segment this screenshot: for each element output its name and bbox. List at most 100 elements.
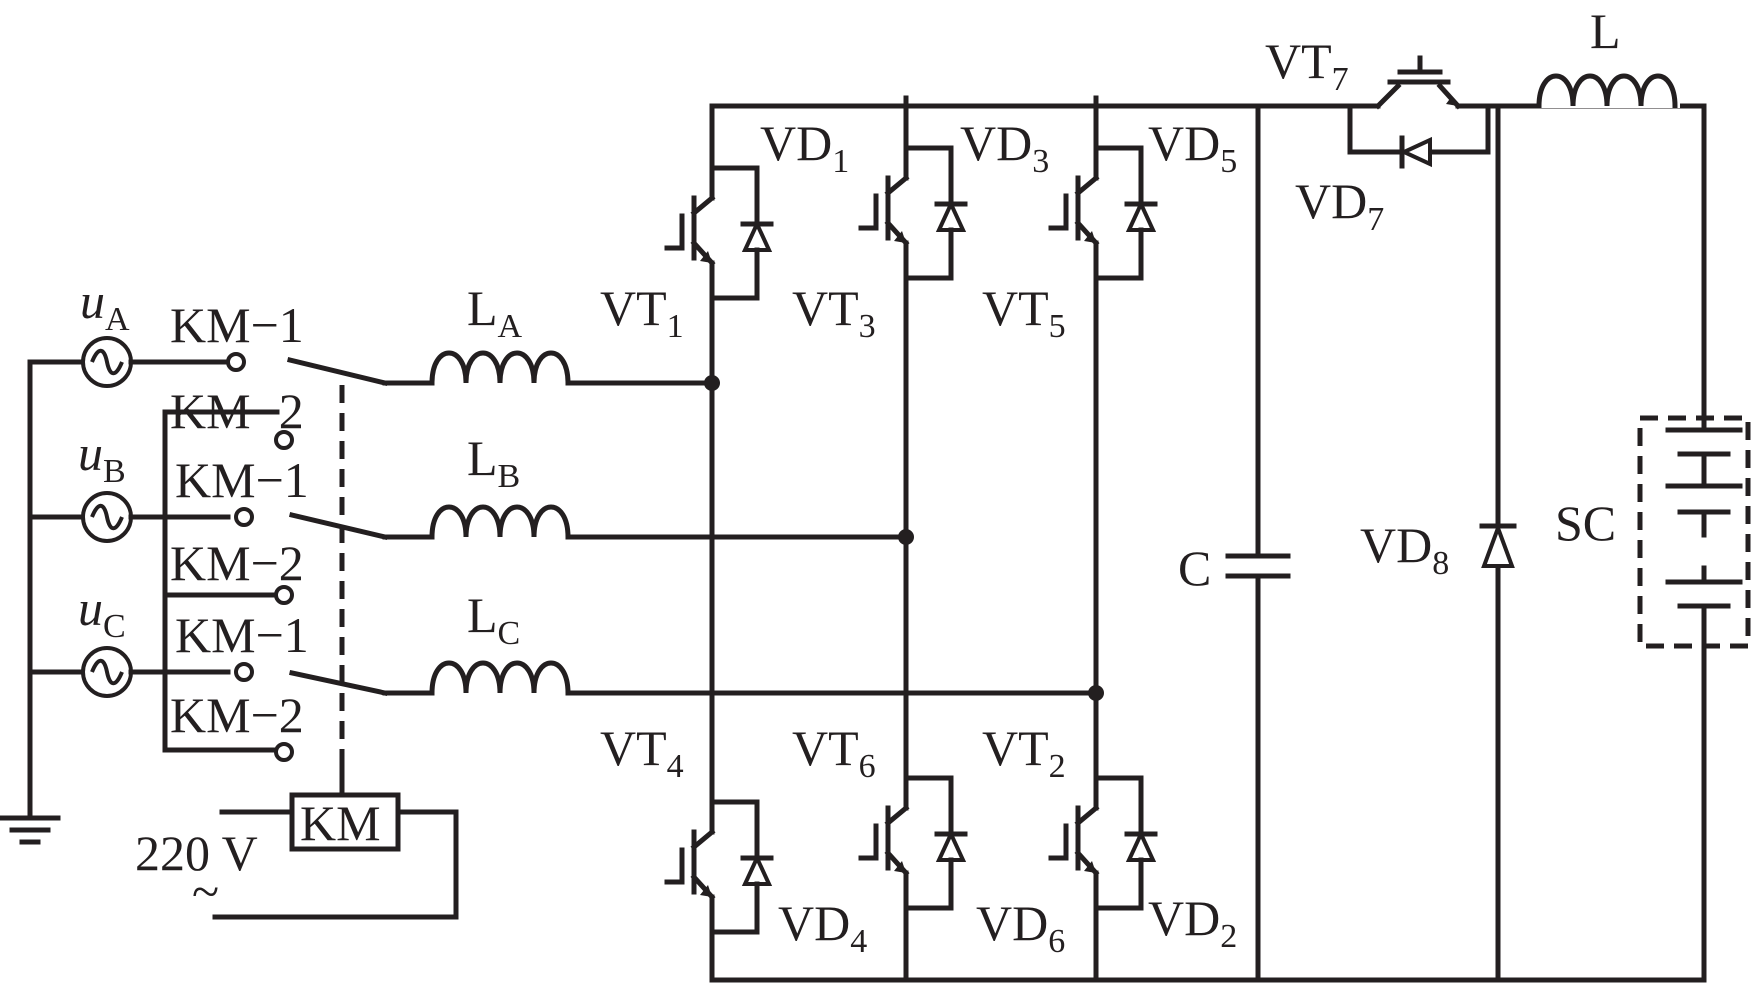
label-km2-a: KM−2 bbox=[170, 383, 304, 439]
source-b-var: u bbox=[78, 425, 103, 481]
vd2-main: VD bbox=[1148, 890, 1220, 946]
la-main: L bbox=[467, 280, 498, 336]
inductor-lb: LB bbox=[432, 430, 568, 537]
contact-labels: KM−1 KM−2 KM−1 KM−2 KM−1 KM−2 bbox=[170, 297, 309, 743]
km-coil: KM 220 V ~ bbox=[135, 792, 459, 920]
transistor-labels: VT1 VT3 VT5 VT4 VT6 VT2 VT7 bbox=[600, 33, 1349, 785]
lc-sub: C bbox=[498, 615, 521, 652]
ac-source-c: uC bbox=[78, 580, 133, 698]
vd4-main: VD bbox=[778, 895, 850, 951]
source-b-sub: B bbox=[103, 453, 126, 490]
vt2-sub: 2 bbox=[1049, 748, 1066, 785]
svg-text:VD3: VD3 bbox=[960, 115, 1049, 180]
supply-tilde: ~ bbox=[192, 863, 219, 919]
switch-blades bbox=[286, 356, 435, 696]
vt7-main: VT bbox=[1265, 33, 1332, 89]
vd5-sub: 5 bbox=[1220, 143, 1237, 180]
svg-text:LC: LC bbox=[467, 587, 520, 652]
svg-text:VD8: VD8 bbox=[1360, 517, 1449, 582]
vt4-main: VT bbox=[600, 720, 667, 776]
svg-text:VD1: VD1 bbox=[760, 115, 849, 180]
source-a-sub: A bbox=[105, 301, 130, 338]
label-km2-c: KM−2 bbox=[170, 687, 304, 743]
inductor-l: L bbox=[1539, 3, 1680, 108]
svg-text:LB: LB bbox=[467, 430, 520, 495]
svg-text:VD6: VD6 bbox=[976, 895, 1065, 960]
svg-text:VT7: VT7 bbox=[1265, 33, 1349, 98]
vt1-sub: 1 bbox=[667, 308, 684, 345]
svg-text:uB: uB bbox=[78, 425, 126, 490]
svg-text:uA: uA bbox=[80, 273, 130, 338]
svg-text:VD2: VD2 bbox=[1148, 890, 1237, 955]
supply-voltage-label: 220 V bbox=[135, 825, 258, 881]
igbt-vt5 bbox=[1051, 98, 1155, 278]
vd6-sub: 6 bbox=[1048, 923, 1065, 960]
svg-text:LA: LA bbox=[467, 280, 523, 345]
phase-wires bbox=[565, 380, 1099, 696]
ground-icon bbox=[0, 815, 61, 845]
ac-source-a: uA bbox=[80, 273, 133, 388]
vt1-main: VT bbox=[600, 280, 667, 336]
vd7-main: VD bbox=[1295, 173, 1367, 229]
vt2-main: VT bbox=[982, 720, 1049, 776]
igbt-vt1 bbox=[667, 118, 771, 298]
vt6-main: VT bbox=[792, 720, 859, 776]
svg-text:VT6: VT6 bbox=[792, 720, 876, 785]
vd3-sub: 3 bbox=[1032, 143, 1049, 180]
svg-text:uC: uC bbox=[78, 580, 126, 645]
vd7-sub: 7 bbox=[1367, 201, 1384, 238]
capacitor-c: C bbox=[1178, 103, 1291, 983]
diode-vd8 bbox=[1479, 103, 1517, 983]
svg-text:VD5: VD5 bbox=[1148, 115, 1237, 180]
vt4-sub: 4 bbox=[667, 748, 684, 785]
lc-main: L bbox=[467, 587, 498, 643]
svg-text:VT4: VT4 bbox=[600, 720, 684, 785]
km-coil-label: KM bbox=[300, 795, 381, 851]
svg-text:VD4: VD4 bbox=[778, 895, 867, 960]
ac-source-b: uB bbox=[78, 425, 133, 543]
source-c-var: u bbox=[78, 580, 103, 636]
source-a-var: u bbox=[80, 273, 105, 329]
ground-rail bbox=[27, 359, 85, 821]
lb-main: L bbox=[467, 430, 498, 486]
vd1-main: VD bbox=[760, 115, 832, 171]
supercapacitor-sc: SC bbox=[1555, 103, 1751, 983]
label-km1-a: KM−1 bbox=[170, 297, 304, 353]
igbt-vt4 bbox=[667, 752, 771, 932]
vt3-sub: 3 bbox=[859, 308, 876, 345]
vd3-main: VD bbox=[960, 115, 1032, 171]
svg-text:VT5: VT5 bbox=[982, 280, 1066, 345]
vd4-sub: 4 bbox=[850, 923, 867, 960]
svg-text:VD7: VD7 bbox=[1295, 173, 1384, 238]
inductor-lc: LC bbox=[432, 587, 568, 693]
vd2-sub: 2 bbox=[1220, 918, 1237, 955]
source-c-sub: C bbox=[103, 608, 126, 645]
svg-text:VT3: VT3 bbox=[792, 280, 876, 345]
label-km2-b: KM−2 bbox=[170, 535, 304, 591]
vt3-main: VT bbox=[792, 280, 859, 336]
vd5-main: VD bbox=[1148, 115, 1220, 171]
label-km1-b: KM−1 bbox=[175, 452, 309, 508]
igbt-vt6 bbox=[861, 728, 965, 908]
svg-text:VT1: VT1 bbox=[600, 280, 684, 345]
vd8-main: VD bbox=[1360, 517, 1432, 573]
lb-sub: B bbox=[498, 458, 521, 495]
diode-labels: VD1 VD3 VD5 VD4 VD6 VD2 VD7 VD8 bbox=[760, 115, 1449, 960]
output-inductor-label: L bbox=[1590, 3, 1621, 59]
vt5-main: VT bbox=[982, 280, 1049, 336]
vd1-sub: 1 bbox=[832, 143, 849, 180]
vt5-sub: 5 bbox=[1049, 308, 1066, 345]
inductor-la: LA bbox=[432, 280, 568, 383]
svg-text:VT2: VT2 bbox=[982, 720, 1066, 785]
capacitor-label: C bbox=[1178, 540, 1211, 596]
source-wires bbox=[128, 359, 280, 753]
contact-terminals bbox=[226, 352, 294, 762]
label-km1-c: KM−1 bbox=[175, 607, 309, 663]
la-sub: A bbox=[498, 308, 523, 345]
bridge-devices bbox=[667, 98, 1155, 932]
supercap-label: SC bbox=[1555, 495, 1616, 551]
vd6-main: VD bbox=[976, 895, 1048, 951]
junction-dots bbox=[704, 375, 1104, 701]
vt7-sub: 7 bbox=[1332, 61, 1349, 98]
